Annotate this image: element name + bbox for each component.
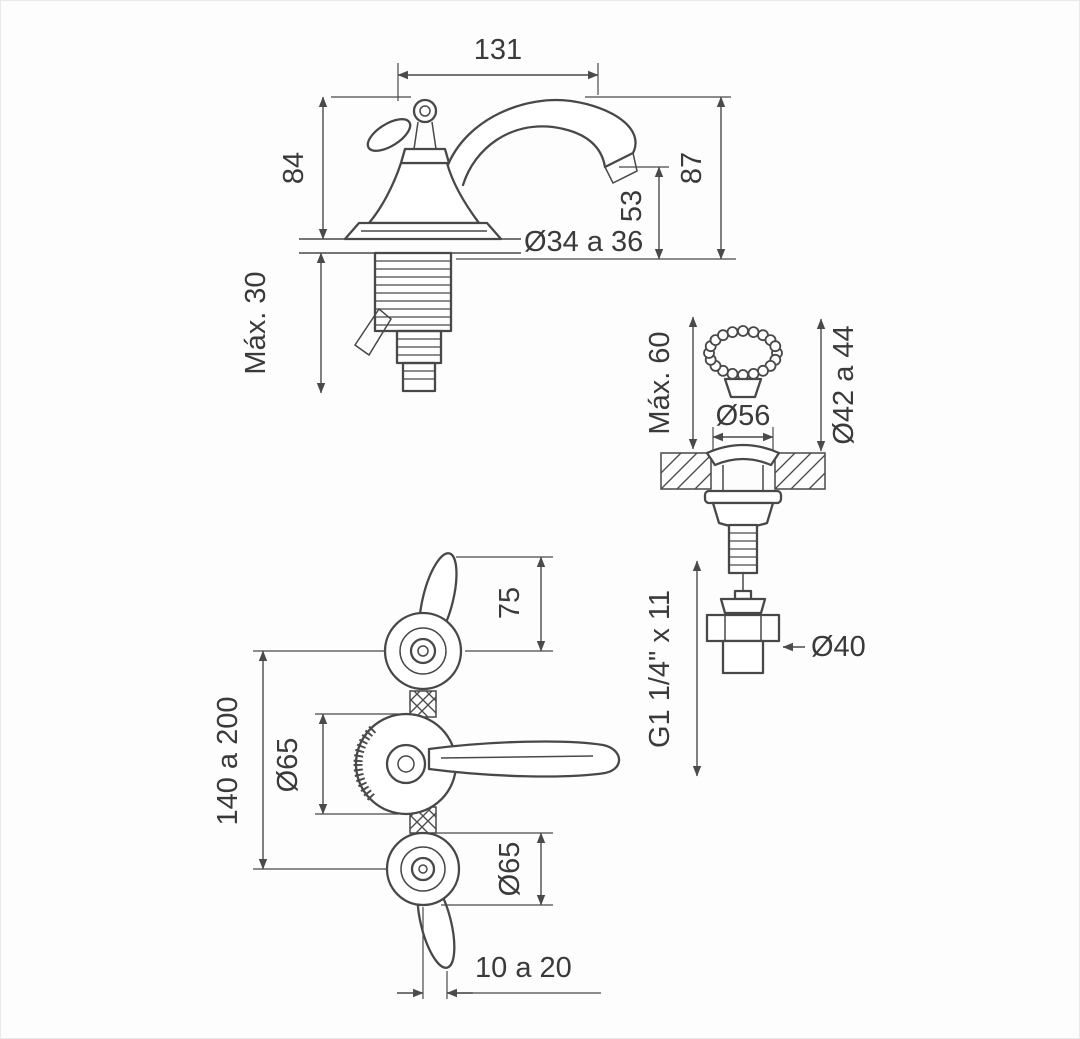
dim-height-left-label: 84 bbox=[278, 152, 310, 184]
spout-outlet bbox=[604, 152, 638, 185]
dim-o56: Ø56 bbox=[712, 400, 774, 451]
dim-max-deck-label: Máx. 30 bbox=[240, 271, 272, 374]
deck-cross-section bbox=[660, 452, 826, 490]
dim-spout-height-label: 53 bbox=[616, 190, 648, 222]
handle-lever bbox=[366, 118, 412, 152]
dim-o40: Ø40 bbox=[782, 631, 866, 663]
knurled-connector-top bbox=[409, 690, 437, 718]
bead-chain-ring bbox=[703, 325, 783, 381]
dim-140-200: 140 a 200 bbox=[212, 650, 387, 870]
spout bbox=[445, 98, 637, 187]
dim-drain-hole-label: Ø42 a 44 bbox=[828, 325, 860, 444]
dim-offset-label: 10 a 20 bbox=[475, 952, 572, 984]
handle-bottom bbox=[385, 831, 461, 969]
faucet-side-view: 131 84 87 53 Ø34 a 36 Máx. 30 bbox=[240, 34, 736, 394]
faucet-handle bbox=[366, 98, 451, 165]
dim-thread-label: G1 1/4" x 11 bbox=[644, 590, 676, 748]
drain-nut bbox=[705, 589, 781, 675]
dim-max-30: Máx. 30 bbox=[240, 252, 326, 394]
drain-assembly-view: Ø56 Máx. 60 bbox=[644, 316, 866, 777]
deck-section bbox=[299, 238, 521, 254]
dim-trim-mid-label: Ø65 bbox=[272, 738, 304, 793]
handle-cap bbox=[412, 98, 438, 124]
dim-o42-44: Ø42 a 44 bbox=[816, 318, 860, 452]
drain-stopper bbox=[723, 377, 763, 399]
dim-10-20: 10 a 20 bbox=[397, 907, 601, 999]
dim-lever-length-label: 75 bbox=[494, 587, 526, 619]
dim-spout-reach-label: 131 bbox=[474, 34, 522, 66]
dim-nut-diameter-label: Ø40 bbox=[811, 631, 866, 663]
dim-trim-bottom-label: Ø65 bbox=[494, 842, 526, 897]
dim-o65-bottom: Ø65 bbox=[431, 832, 553, 906]
dim-max-deck-drain-label: Máx. 60 bbox=[644, 331, 676, 434]
dim-84: 84 bbox=[278, 96, 411, 240]
dim-87: 87 bbox=[456, 96, 736, 260]
dim-thread: G1 1/4" x 11 bbox=[644, 560, 702, 777]
threaded-shank bbox=[353, 251, 453, 393]
lever-middle bbox=[427, 740, 621, 778]
dim-131: 131 bbox=[397, 34, 599, 101]
dim-height-right-label: 87 bbox=[676, 152, 708, 184]
dim-o65-middle: Ø65 bbox=[272, 713, 399, 815]
dim-75: 75 bbox=[456, 556, 553, 652]
dim-53: 53 bbox=[616, 166, 669, 260]
drain-body bbox=[703, 443, 783, 613]
dim-hole-diameter-label: Ø34 a 36 bbox=[524, 226, 643, 258]
dim-centers-label: 140 a 200 bbox=[212, 696, 244, 825]
handles-front-view: 75 Ø65 Ø65 140 a 200 10 a 20 bbox=[212, 552, 621, 999]
handle-middle bbox=[353, 712, 621, 816]
handle-top bbox=[383, 552, 463, 691]
dim-max-60: Máx. 60 bbox=[644, 316, 698, 450]
dim-flange-diameter-label: Ø56 bbox=[716, 400, 771, 432]
